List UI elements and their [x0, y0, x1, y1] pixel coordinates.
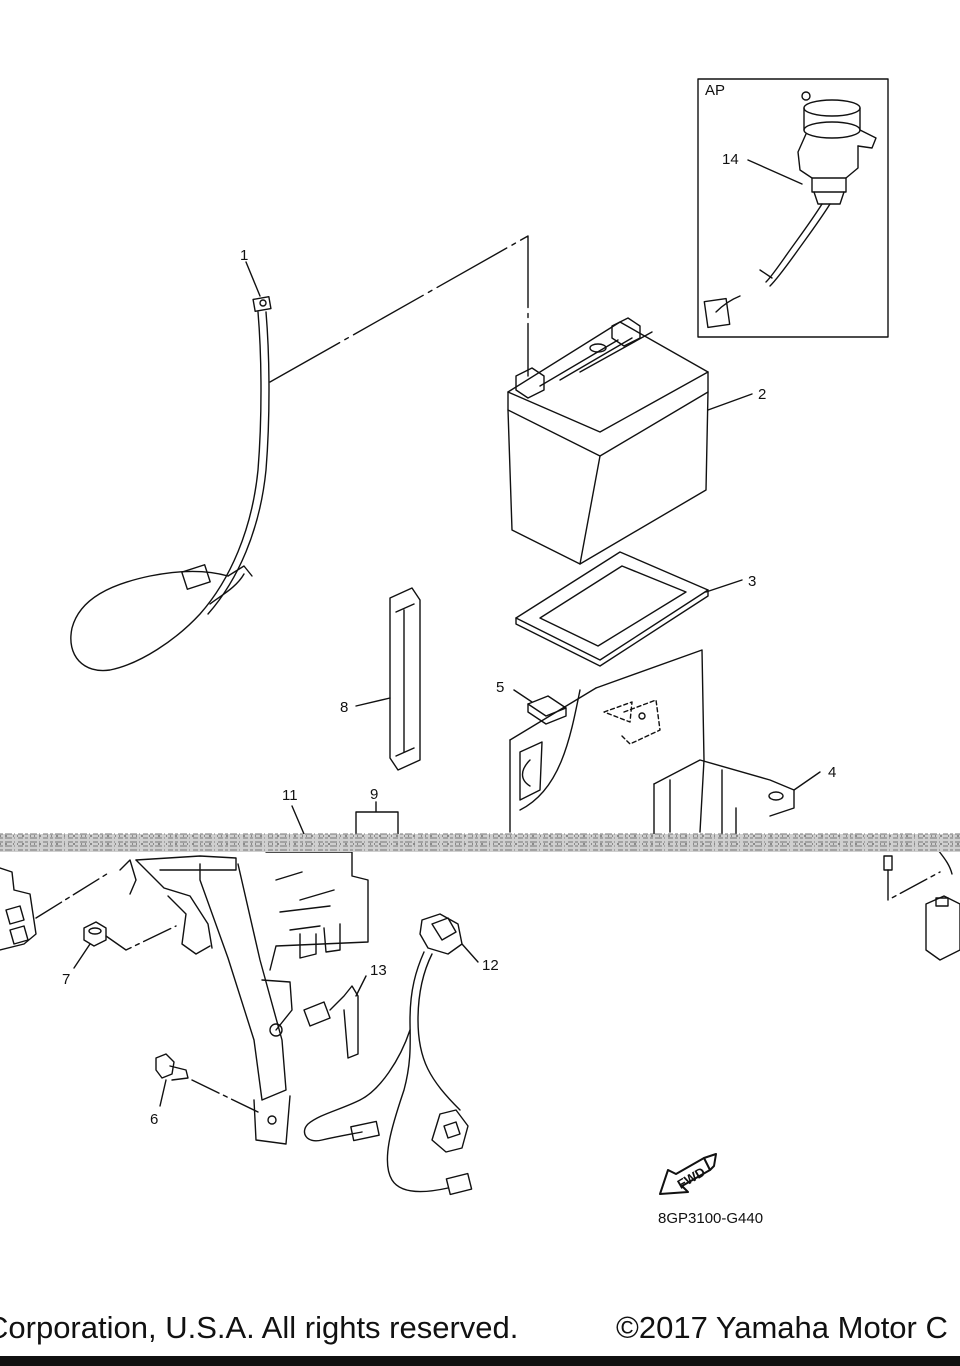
callout-3: 3 [748, 573, 756, 590]
battery-band-part [389, 587, 421, 771]
leader-7 [73, 943, 91, 969]
callout-4: 4 [828, 764, 836, 781]
callout-14: 14 [722, 151, 739, 168]
bracket-9-marker [355, 801, 399, 835]
callout-7: 7 [62, 971, 70, 988]
inset-ap-box [697, 78, 889, 338]
inset-label: AP [705, 82, 725, 99]
callout-12: 12 [482, 957, 499, 974]
frame-part [119, 851, 369, 1145]
copyright-footer: Corporation, U.S.A. All rights reserved.… [0, 1300, 960, 1356]
leader-11 [291, 805, 305, 835]
battery-part [507, 317, 709, 565]
callout-2: 2 [758, 386, 766, 403]
battery-bracket-part [509, 649, 795, 835]
leader-6 [159, 1079, 167, 1107]
fwd-label: FWD [675, 1164, 708, 1192]
copyright-left-text: Corporation, U.S.A. All rights reserved. [0, 1310, 519, 1345]
callout-1: 1 [240, 247, 248, 264]
fwd-arrow-icon [659, 1153, 717, 1195]
bolt-part [155, 1053, 259, 1113]
left-relay-part [0, 867, 111, 951]
leader-14 [747, 159, 803, 185]
diagram-code: 8GP3100-G440 [658, 1210, 763, 1227]
leader-8 [355, 697, 391, 707]
wire-harness-part [303, 913, 473, 1196]
torn-band [0, 833, 960, 852]
accessory-socket-part [703, 91, 877, 329]
wire-lead-part [303, 985, 359, 1059]
copyright-right-text: ©2017 Yamaha Motor C [616, 1310, 948, 1345]
leader-13 [355, 975, 367, 997]
battery-pad-part [515, 551, 709, 667]
callout-9: 9 [370, 786, 378, 803]
callout-13: 13 [370, 962, 387, 979]
leader-1 [245, 261, 261, 297]
callout-11: 11 [282, 787, 298, 804]
leader-2 [707, 393, 753, 411]
leader-12 [461, 943, 479, 963]
cable-route-line [269, 235, 529, 383]
collar-nut-part [83, 921, 177, 951]
battery-cable-part [70, 296, 272, 672]
callout-8: 8 [340, 699, 348, 716]
right-relay-part [883, 849, 960, 961]
leader-5 [513, 689, 533, 703]
bottom-bar [0, 1356, 960, 1366]
clip-part [527, 695, 567, 725]
callout-5: 5 [496, 679, 504, 696]
callout-6: 6 [150, 1111, 158, 1128]
leader-3 [705, 579, 743, 593]
leader-4 [793, 771, 821, 791]
